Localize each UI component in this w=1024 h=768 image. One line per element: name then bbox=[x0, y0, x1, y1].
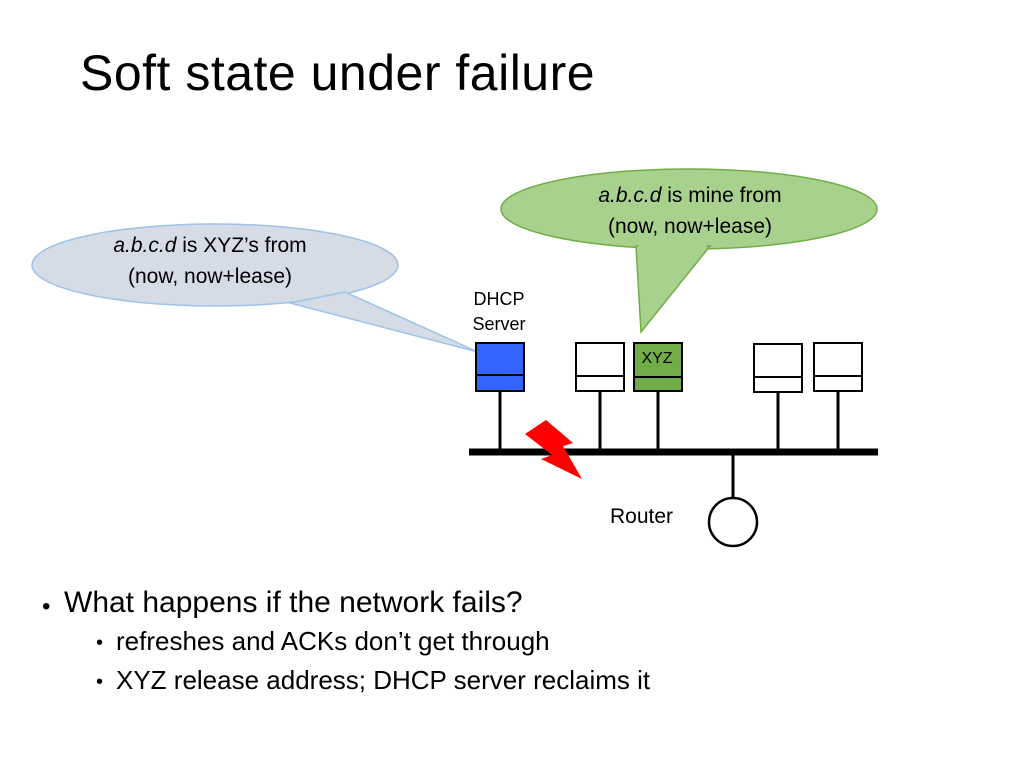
dhcp-label-line1: DHCP bbox=[473, 289, 525, 309]
host-5 bbox=[813, 342, 863, 452]
slide-title: Soft state under failure bbox=[80, 45, 596, 101]
sub-bullet-list: refreshes and ACKs don’t get through XYZ… bbox=[64, 626, 651, 699]
callout-left-interval: (now, now+lease) bbox=[127, 265, 292, 288]
xyz-host-label: XYZ bbox=[641, 350, 673, 367]
xyz-host bbox=[633, 342, 683, 452]
callout-right-variable: a.b.c.d bbox=[598, 184, 662, 207]
sub-bullet-item: refreshes and ACKs don’t get through bbox=[94, 626, 650, 660]
dhcp-server-label: DHCP Server bbox=[464, 287, 534, 337]
sub-bullet-item: XYZ release address; DHCP server reclaim… bbox=[94, 665, 651, 699]
bullet-text: What happens if the network fails? bbox=[64, 586, 523, 619]
callout-left: a.b.c.d is XYZ’s from (now, now+lease) bbox=[60, 230, 360, 292]
host-4 bbox=[753, 343, 803, 452]
host-2 bbox=[575, 342, 625, 452]
bullet-item: What happens if the network fails? refre… bbox=[42, 586, 651, 699]
sub-bullet-text: XYZ release address; DHCP server reclaim… bbox=[116, 665, 651, 695]
dhcp-server-host bbox=[475, 342, 525, 452]
router bbox=[707, 452, 759, 548]
bullet-list: What happens if the network fails? refre… bbox=[42, 586, 650, 704]
callout-left-text: is XYZ’s from bbox=[176, 234, 307, 257]
dhcp-label-line2: Server bbox=[472, 314, 526, 334]
lightning-bolt-icon bbox=[525, 420, 582, 479]
callout-right: a.b.c.d is mine from (now, now+lease) bbox=[525, 180, 855, 242]
sub-bullet-text: refreshes and ACKs don’t get through bbox=[116, 626, 550, 656]
router-label: Router bbox=[610, 505, 674, 528]
callout-right-interval: (now, now+lease) bbox=[607, 215, 772, 238]
callout-left-shape bbox=[31, 223, 479, 353]
callout-left-variable: a.b.c.d bbox=[113, 234, 177, 257]
callout-right-shape bbox=[500, 168, 878, 334]
callout-right-text: is mine from bbox=[661, 184, 782, 207]
